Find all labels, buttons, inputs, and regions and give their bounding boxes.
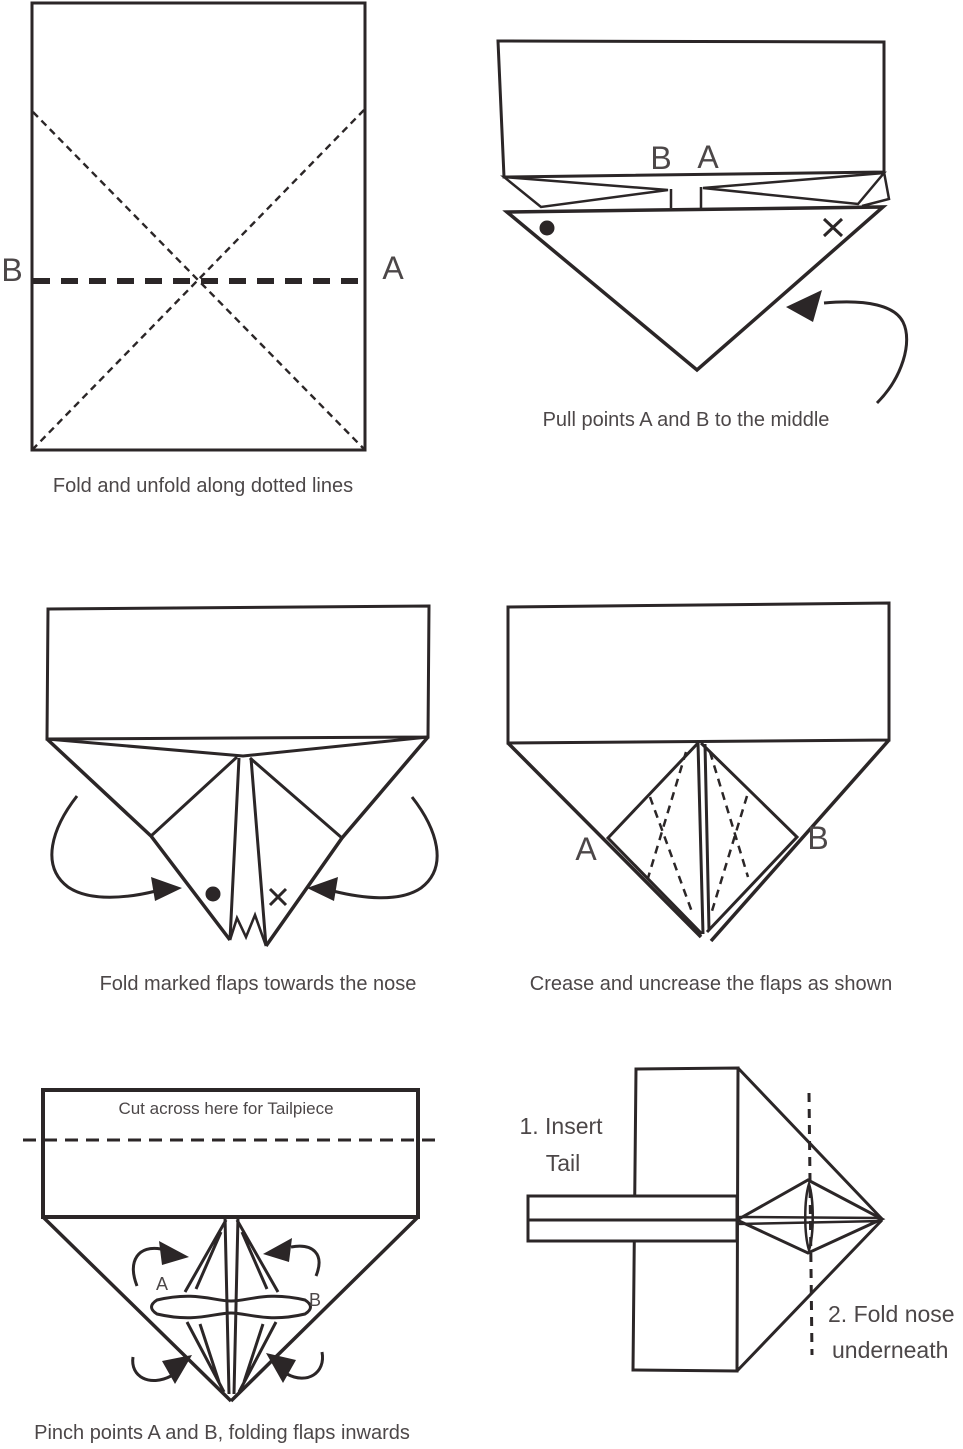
paper-outline [30,1,367,452]
left-star-flap [183,1219,228,1393]
step4-label-b: B [807,820,829,856]
left-wing-edge [45,737,232,942]
left-wing-edge [506,741,703,939]
step1-label-a: A [382,250,404,286]
bottom-right-arrowhead [266,1353,296,1383]
left-wing-edge [41,1215,233,1403]
fold-under-line [807,1092,814,1356]
paper-top-panel [41,1088,420,1219]
diagonal-crease-line [32,111,365,450]
left-crease-x [646,751,694,913]
pinched-spindle [150,1294,312,1320]
paper-top-panel [496,39,886,179]
right-curved-arrow [332,796,439,900]
step1-label-b: B [1,252,23,288]
center-band [223,1216,240,1395]
step2-caption: Pull points A and B to the middle [542,409,830,431]
step5-caption: Pinch points A and B, folding flaps inwa… [34,1422,410,1444]
step5-label-a: A [155,1274,169,1294]
left-flap-sliver [500,175,669,209]
step6-fold-label-line1: 2. Fold nose [828,1301,955,1327]
bottom-right-curved-arrow [286,1351,325,1380]
right-corner-tip [861,171,891,208]
step4-label-a: A [575,831,597,867]
paper-top-panel [506,601,891,745]
diagonal-crease-line [32,109,365,450]
nose-triangle [502,205,888,373]
step2-label-b: B [650,140,672,176]
curved-arrow [823,300,909,405]
step6-fold-label-line2: underneath [832,1337,949,1363]
right-arrowhead [307,877,338,901]
nose-lens-crease [804,1179,814,1255]
step6-insert-label-line2: Tail [545,1150,581,1176]
nose-tip-zigzag [228,911,268,947]
step3-diagram [45,604,439,948]
right-wing-edge [229,1215,420,1403]
left-curved-arrow [50,795,157,899]
nose-spike-edges [228,757,268,947]
step3-caption: Fold marked flaps towards the nose [99,973,417,995]
top-left-arrowhead [159,1241,189,1265]
top-right-arrowhead [263,1238,292,1262]
step1-caption: Fold and unfold along dotted lines [52,475,354,497]
right-crease-x [708,751,750,912]
step1-sheet-diagram [30,1,367,452]
center-notch [669,187,703,208]
step2-diagram [496,39,909,405]
step4-diagram [506,601,891,943]
top-right-curved-arrow [290,1244,321,1277]
step6-insert-label-line1: 1. Insert [519,1113,603,1139]
step5-diagram [23,1088,437,1403]
step4-caption: Crease and uncrease the flaps as shown [529,973,893,995]
top-left-curved-arrow [131,1246,162,1287]
x-marker [268,887,288,907]
x-marker [822,217,844,238]
arrowhead [786,290,822,322]
step6-diagram [526,1066,886,1373]
step5-label-b: B [308,1290,322,1310]
step2-label-a: A [697,139,719,175]
right-wing-edge [709,738,891,943]
right-flap-sliver [702,171,887,206]
center-spine-lines [696,742,711,935]
inner-diamond-left [605,741,704,936]
inner-diamond-right [699,741,800,934]
bottom-left-arrowhead [162,1355,192,1384]
left-arrowhead [151,877,182,901]
dot-marker [539,220,555,236]
dot-marker [205,886,221,902]
bottom-left-curved-arrow [131,1356,172,1382]
step5-cut-note: Cut across here for Tailpiece [118,1099,334,1118]
paper-top-panel [45,604,431,741]
inner-flap-creases [149,755,343,840]
right-star-flap [235,1219,280,1393]
right-wing-edge [264,735,430,948]
fold-edge [46,735,429,758]
nose-diamond [733,1178,886,1255]
